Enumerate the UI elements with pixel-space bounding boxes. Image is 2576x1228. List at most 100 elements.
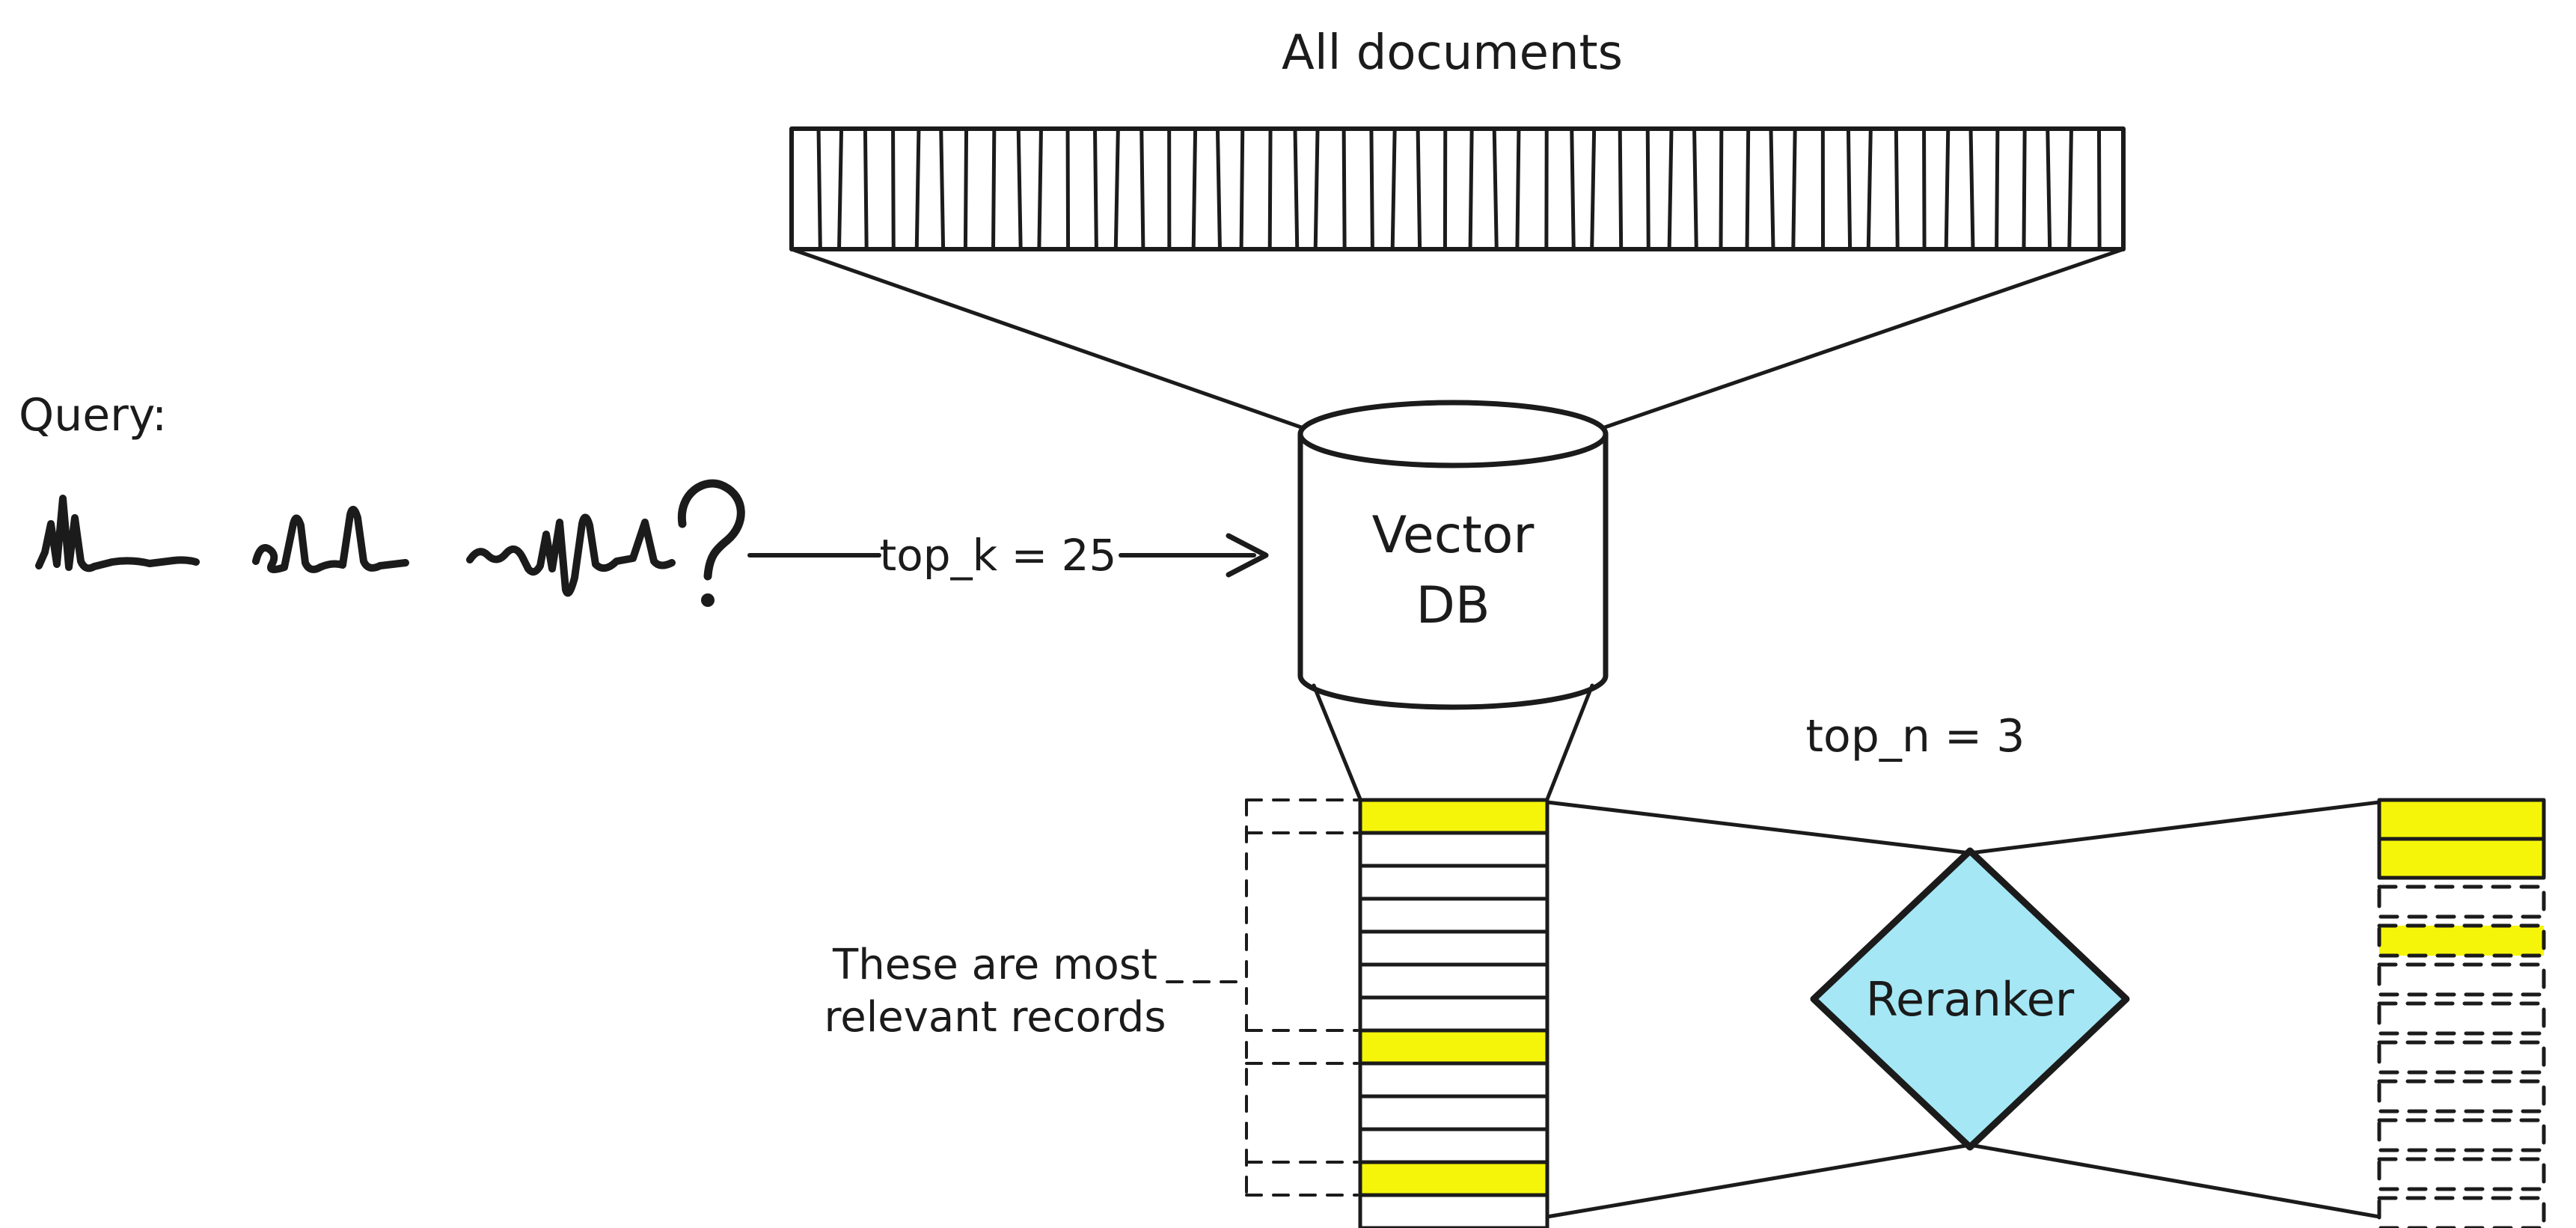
reranked-row [2377,885,2546,919]
reranked-row-relevant [2377,837,2546,880]
document-segment [1846,128,1853,250]
document-segment [1791,128,1797,250]
all-documents-section: All documents [789,25,2126,430]
retrieved-row [1358,1061,1549,1099]
funnel-right-line [1600,247,2126,430]
all-documents-title: All documents [1282,25,1623,81]
document-segment [1093,128,1098,250]
document-segment [1968,128,1975,250]
document-segment [914,128,921,250]
db-funnel-right [1545,683,1594,801]
topn-label: top_n = 3 [1806,710,2025,763]
retrieved-row [1358,864,1549,901]
retrieved-row [1358,995,1549,1033]
rerank-funnel-in-top [1545,800,1972,855]
vector-db: Vector DB [1297,400,1609,710]
document-segment [1745,128,1751,250]
reranked-row-relevant [2377,923,2546,958]
retrieved-row [1358,1127,1549,1164]
retrieved-records-section: These are most relevant records [824,683,1594,1228]
document-segment [1468,128,1474,250]
all-documents-segments [816,128,2102,250]
document-segment [816,128,822,250]
question-mark-dot [701,593,715,607]
query-section: Query: [19,389,745,607]
document-segment [1894,128,1900,250]
retrieved-row [1358,831,1549,868]
reranked-row [2377,1118,2546,1152]
document-segment [1191,128,1198,250]
document-segment [1416,128,1422,250]
reranker-diamond [1810,847,2130,1151]
retrieved-stack [1358,798,1549,1228]
rerank-funnel-in-bottom [1545,1143,1972,1219]
vector-db-top [1297,400,1609,468]
document-segment [1618,128,1624,250]
retrieved-row [1358,962,1549,1000]
reranked-row [2377,1196,2546,1228]
document-segment [1995,128,2000,250]
funnel-left-line [789,247,1306,430]
document-segment [1590,128,1597,250]
document-segment [1492,128,1499,250]
reranked-row [2377,1079,2546,1114]
reranked-row [2377,1040,2546,1075]
document-segment [1922,128,1927,250]
document-segment [1769,128,1775,250]
document-segment [1037,128,1043,250]
document-segment [1313,128,1320,250]
reranked-row [2377,1001,2546,1036]
document-segment [963,128,969,250]
query-scribble-word2 [252,506,409,574]
topk-label: top_k = 25 [880,530,1117,581]
document-segment [1667,128,1674,250]
document-segment [2046,128,2052,250]
reranked-row-relevant [2377,798,2546,841]
document-segment [1293,128,1300,250]
retrieved-row [1358,896,1549,934]
document-segment [1139,128,1145,250]
document-segment [2022,128,2027,250]
document-segment [1239,128,1245,250]
query-label: Query: [19,389,167,442]
document-segment [1719,128,1724,250]
retrieved-row-relevant [1358,1160,1549,1197]
document-segment [1944,128,1951,250]
retrieved-row [1358,1193,1549,1228]
document-segment [1866,128,1873,250]
reranked-row [2377,1157,2546,1191]
reranker-section: top_n = 3 Reranker [1545,710,2381,1219]
reranked-records-section [2377,798,2546,1228]
vector-db-body [1297,431,1609,710]
relevant-note-line1: These are most [832,941,1157,989]
rerank-funnel-out-bottom [1968,1143,2381,1219]
document-segment [837,128,844,250]
document-segment [939,128,946,250]
document-segment [1515,128,1521,250]
reranker-label: Reranker [1866,972,2075,1027]
document-segment [1369,128,1374,250]
vector-db-label-line1: Vector [1372,506,1535,565]
document-segment [1113,128,1120,250]
reranked-row [2377,962,2546,997]
retrieved-row-relevant [1358,798,1549,835]
document-segment [863,128,869,250]
document-segment [1390,128,1397,250]
retrieved-row [1358,929,1549,967]
relevant-note-line2: relevant records [824,993,1166,1042]
document-segment [1570,128,1576,250]
vector-db-label-line2: DB [1416,576,1490,635]
document-segment [1692,128,1698,250]
all-documents-bar [789,126,2126,251]
rerank-funnel-out-top [1968,800,2381,855]
arrowhead-icon [1226,533,1269,578]
query-scribble-word1 [35,495,200,572]
question-mark-icon [677,479,745,581]
query-scribble-word3 [466,513,676,597]
retrieved-row [1358,1094,1549,1131]
db-funnel-left [1312,683,1362,801]
topk-arrow: top_k = 25 [747,530,1269,581]
document-segment [891,128,896,250]
